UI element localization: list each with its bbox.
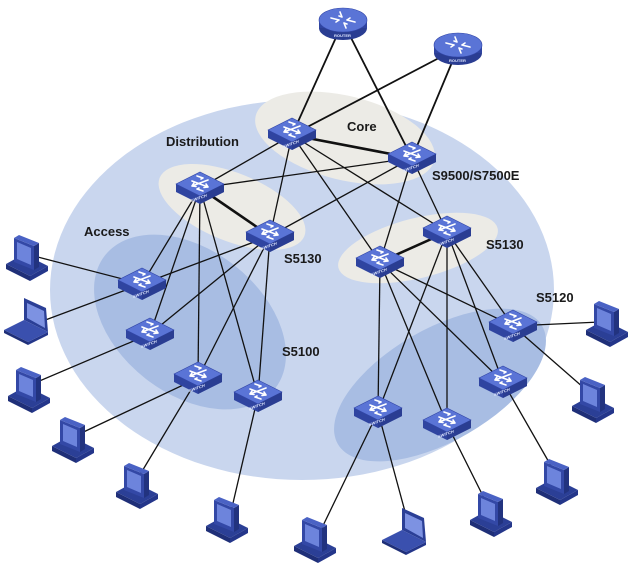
desktop-computer-icon xyxy=(586,301,628,347)
laptop-icon xyxy=(382,508,426,555)
core-switch-model-label: S9500/S7500E xyxy=(432,168,520,183)
distribution-model-label-left: S5130 xyxy=(284,251,322,266)
desktop-computer-icon xyxy=(572,377,614,423)
desktop-computer-icon xyxy=(8,367,50,413)
desktop-computer-icon xyxy=(206,497,248,543)
desktop-computer-icon xyxy=(52,417,94,463)
desktop-computer-icon xyxy=(116,463,158,509)
core-layer-label: Core xyxy=(347,119,377,134)
desktop-computer-icon xyxy=(294,517,336,563)
desktop-computer-icon xyxy=(536,459,578,505)
router-icon xyxy=(318,7,368,41)
laptop-icon xyxy=(4,298,48,345)
distribution-model-label-right: S5130 xyxy=(486,237,524,252)
router-icon xyxy=(433,32,483,66)
access-model-label-right: S5120 xyxy=(536,290,574,305)
desktop-computer-icon xyxy=(470,491,512,537)
distribution-layer-label: Distribution xyxy=(166,134,239,149)
access-model-label-left: S5100 xyxy=(282,344,320,359)
access-layer-label: Access xyxy=(84,224,130,239)
